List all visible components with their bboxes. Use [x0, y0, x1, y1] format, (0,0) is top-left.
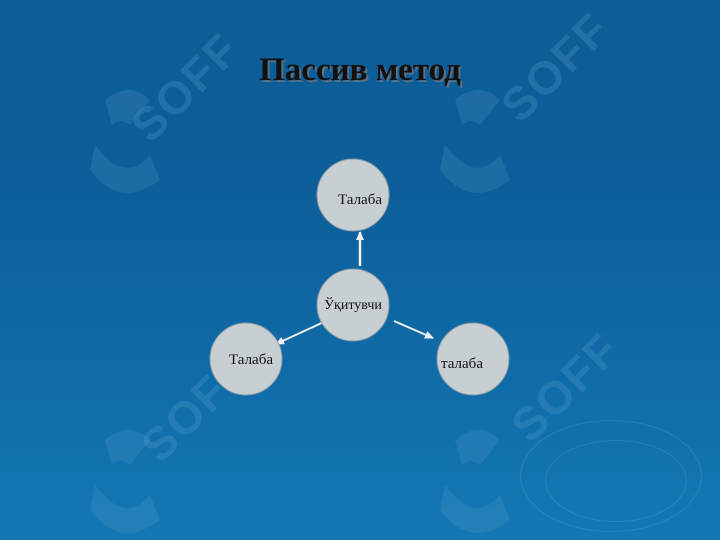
slide-title: Пассив метод — [259, 52, 461, 88]
node-student-top: Талаба — [316, 158, 390, 232]
node-student-right: талаба — [436, 322, 510, 396]
arrow-to-left-student — [275, 320, 327, 345]
node-student-left: Талаба — [209, 322, 283, 396]
node-label: талаба — [441, 356, 483, 372]
node-label: Талаба — [229, 352, 273, 368]
node-teacher: Ўқитувчи — [316, 268, 390, 342]
node-label: Ўқитувчи — [324, 296, 382, 313]
node-label: Талаба — [338, 192, 382, 208]
arrow-to-right-student — [393, 320, 434, 339]
